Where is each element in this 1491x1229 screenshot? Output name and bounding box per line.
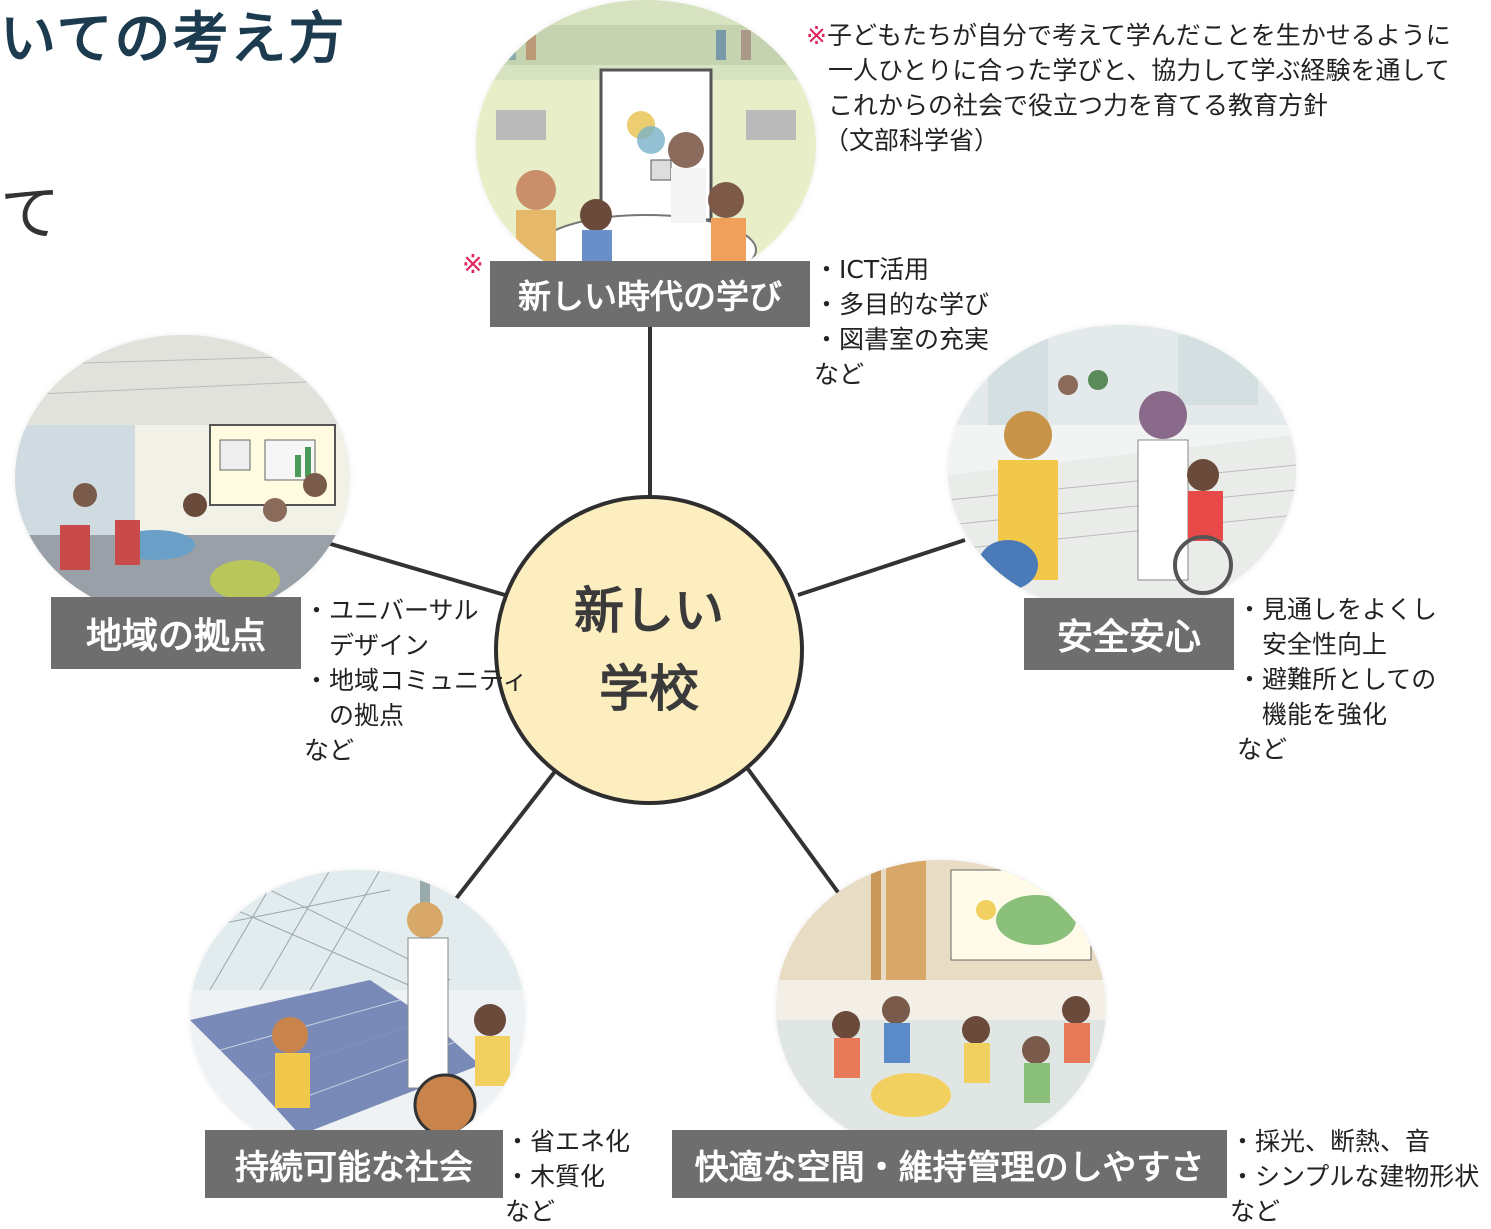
bullet-item: ・シンプルな建物形状: [1230, 1162, 1480, 1191]
safety-bullets: ・見通しをよくし 安全性向上 ・避難所としての 機能を強化 など: [1237, 592, 1437, 767]
bullet-item: ・ユニバーサル: [304, 596, 479, 625]
bullet-item: ・省エネ化: [505, 1127, 631, 1156]
footnote-line-4: （文部科学省）: [824, 126, 1000, 155]
bullet-item: ・採光、断熱、音: [1230, 1127, 1431, 1156]
footnote-mark: ※: [806, 21, 827, 50]
bullet-item: デザイン: [304, 631, 430, 660]
community-illustration: [15, 335, 350, 620]
bullet-item: ・地域コミュニティ: [304, 666, 528, 695]
bullet-item: など: [505, 1197, 556, 1226]
bullet-item: ・ICT活用: [814, 255, 930, 284]
safety-label: 安全安心: [1024, 598, 1234, 670]
center-node: 新しい 学校: [494, 495, 804, 805]
center-label-line2: 学校: [599, 660, 699, 718]
bullet-item: など: [304, 736, 355, 765]
bullet-item: など: [1230, 1197, 1281, 1226]
comfort-bullets: ・採光、断熱、音 ・シンプルな建物形状 など: [1230, 1124, 1479, 1229]
footnote-line-3: これからの社会で役立つ力を育てる教育方針: [828, 91, 1329, 120]
sustainable-bullets: ・省エネ化 ・木質化 など: [505, 1124, 630, 1229]
community-bullets: ・ユニバーサル デザイン ・地域コミュニティ の拠点 など: [304, 593, 528, 768]
center-label-line1: 新しい: [574, 582, 724, 640]
bullet-item: など: [814, 360, 865, 389]
footnote-line-2: 一人ひとりに合った学びと、協力して学ぶ経験を通して: [828, 56, 1450, 85]
bullet-item: 機能を強化: [1237, 700, 1388, 729]
sustainable-label: 持続可能な社会: [205, 1130, 503, 1198]
learning-illustration: [476, 0, 816, 290]
bullet-item: ・見通しをよくし: [1237, 595, 1438, 624]
connector-sustainable: [453, 763, 562, 902]
connector-comfort: [743, 763, 842, 897]
bullet-item: 安全性向上: [1237, 630, 1388, 659]
page-title: いての考え方: [0, 7, 347, 72]
sustainable-illustration: [190, 870, 525, 1160]
learning-note-mark: ※: [462, 250, 484, 280]
bullet-item: ・図書室の充実: [814, 325, 990, 354]
bullet-item: ・避難所としての: [1237, 665, 1437, 694]
community-label: 地域の拠点: [51, 597, 301, 669]
bullet-item: の拠点: [304, 701, 405, 730]
learning-label: 新しい時代の学び: [490, 261, 810, 327]
bullet-item: など: [1237, 735, 1288, 764]
comfort-illustration: [776, 860, 1106, 1155]
learning-bullets: ・ICT活用 ・多目的な学び ・図書室の充実 など: [814, 252, 989, 392]
comfort-label: 快適な空間・維持管理のしやすさ: [672, 1130, 1227, 1198]
safety-illustration: [948, 325, 1296, 615]
connector-safety: [797, 538, 966, 597]
footnote-line-1: ※子どもたちが自分で考えて学んだことを生かせるように: [806, 21, 1451, 50]
footnote: ※子どもたちが自分で考えて学んだことを生かせるように 一人ひとりに合った学びと、…: [806, 18, 1451, 158]
bullet-item: ・木質化: [505, 1162, 606, 1191]
connector-community: [299, 533, 506, 597]
cut-off-heading-char: て: [0, 179, 60, 249]
bullet-item: ・多目的な学び: [814, 290, 990, 319]
